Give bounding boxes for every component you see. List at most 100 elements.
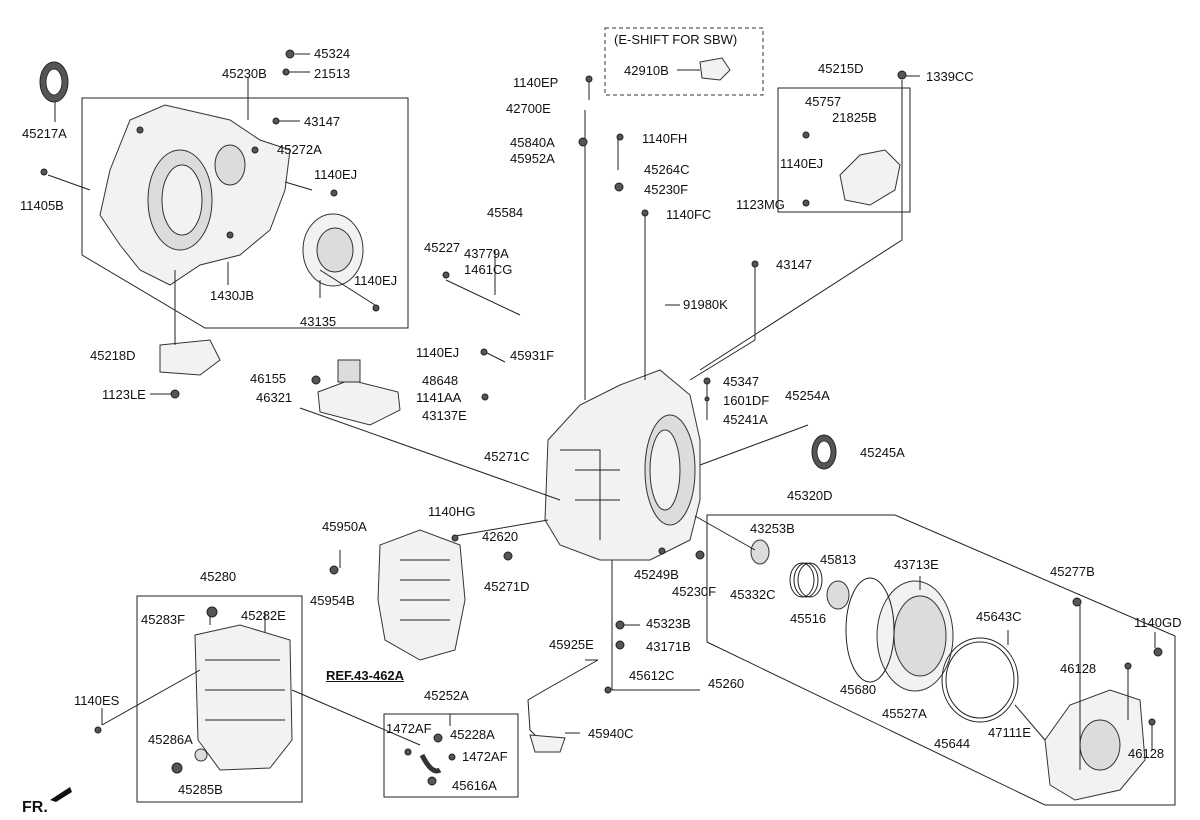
part-label: 45616A [452, 778, 497, 793]
part-label: 1140EJ [354, 273, 398, 288]
part-label: 1430JB [210, 288, 255, 303]
part-label: 45925E [549, 637, 594, 652]
transmission-case [544, 369, 701, 561]
part-label: 45283F [141, 612, 186, 627]
oil-filter-46321 [317, 359, 401, 426]
drum-43713E [876, 580, 954, 692]
part-label: 45245A [860, 445, 905, 460]
part-label: 45757 [805, 94, 842, 109]
gear-43253B [750, 539, 770, 565]
part-label: 1140FC [666, 207, 712, 222]
hose-group-frame [383, 713, 519, 798]
part-label: 45282E [241, 608, 286, 623]
part-label: 43171B [646, 639, 691, 654]
bracket-45218D [159, 339, 221, 376]
part-label: 21825B [832, 110, 877, 125]
part-label: 45230B [222, 66, 267, 81]
part-label: 45228A [450, 727, 495, 742]
eshift-box [604, 27, 764, 96]
part-label: 45227 [424, 240, 461, 255]
part-label: 1140EJ [416, 345, 460, 360]
part-label: 45285B [178, 782, 223, 797]
part-label: 45931F [510, 348, 555, 363]
valve-cover-45282E [194, 624, 293, 771]
part-label: 45286A [148, 732, 193, 747]
part-label: 1140ES [74, 693, 120, 708]
part-label: 45249B [634, 567, 679, 582]
part-label: 43147 [776, 257, 813, 272]
converter-housing [99, 104, 291, 286]
part-label: 43135 [300, 314, 337, 329]
part-label: 46128 [1060, 661, 1097, 676]
part-label: 45680 [840, 682, 877, 697]
part-label: 1140FH [642, 131, 688, 146]
part-label: 45952A [510, 151, 555, 166]
shift-actuator-42910B [699, 57, 731, 81]
part-label: 45950A [322, 519, 367, 534]
part-label: 1141AA [416, 390, 462, 405]
part-label: 45516 [790, 611, 827, 626]
part-label: 45324 [314, 46, 351, 61]
part-label: 45241A [723, 412, 768, 427]
part-label: 91980K [683, 297, 728, 312]
part-label: 43253B [750, 521, 795, 536]
part-label: 45271C [484, 449, 530, 464]
part-label: 45230F [672, 584, 717, 599]
hose-45616A [419, 753, 442, 774]
part-label: 1140HG [428, 504, 476, 519]
part-label: 45254A [785, 388, 830, 403]
oil-seal-45217A [39, 61, 69, 103]
valve-body-45950A [377, 529, 466, 661]
housing-group-frame [81, 97, 409, 329]
part-label: 45323B [646, 616, 691, 631]
part-label: 42620 [482, 529, 519, 544]
part-label: 46321 [256, 390, 293, 405]
part-label: 45644 [934, 736, 971, 751]
part-label: 47111E [988, 725, 1031, 740]
part-label: 1140GD [1134, 615, 1182, 630]
front-direction-arrow-icon [50, 787, 72, 802]
baffle-43135 [302, 213, 364, 287]
part-label: 45272A [277, 142, 322, 157]
part-label: 46128 [1128, 746, 1165, 761]
part-label: 11405B [20, 198, 64, 213]
rear-cover-47111E [1044, 689, 1146, 801]
part-label: 45215D [818, 61, 864, 76]
part-label: 45217A [22, 126, 67, 141]
bracket-45215D [839, 149, 901, 206]
direction-label: FR. [22, 799, 48, 816]
part-label: 45320D [787, 488, 833, 503]
eshift-box-title: (E-SHIFT FOR SBW) [614, 32, 738, 47]
oil-seal-45245A [811, 434, 837, 470]
part-label: 46155 [250, 371, 287, 386]
part-label: 21513 [314, 66, 351, 81]
part-label: 45218D [90, 348, 136, 363]
part-label: 48648 [422, 373, 459, 388]
ref-link[interactable]: REF.43-462A [326, 668, 405, 683]
part-label: 45840A [510, 135, 555, 150]
clutch-group-frame [706, 514, 1176, 806]
part-label: 45280 [200, 569, 237, 584]
part-label: 43137E [422, 408, 467, 423]
part-label: 1472AF [386, 721, 432, 736]
sensor-45940C [527, 659, 599, 753]
leader-lines [47, 53, 1156, 770]
part-label: 45260 [708, 676, 745, 691]
part-label: 1601DF [723, 393, 770, 408]
fastener-icons [40, 49, 1163, 786]
part-label: 43147 [304, 114, 341, 129]
ring-45643C [941, 637, 1019, 723]
part-label: 45527A [882, 706, 927, 721]
part-label: 1461CG [464, 262, 513, 277]
part-label: 45277B [1050, 564, 1095, 579]
part-label: 1140EP [513, 75, 559, 90]
part-label: 45271D [484, 579, 530, 594]
part-label: 45584 [487, 205, 524, 220]
bracket-group-frame [777, 87, 911, 213]
part-label: 45230F [644, 182, 689, 197]
part-label: 1339CC [926, 69, 974, 84]
bearing-45813 [826, 580, 850, 610]
part-label: 45954B [310, 593, 355, 608]
part-label: 1140EJ [780, 156, 824, 171]
